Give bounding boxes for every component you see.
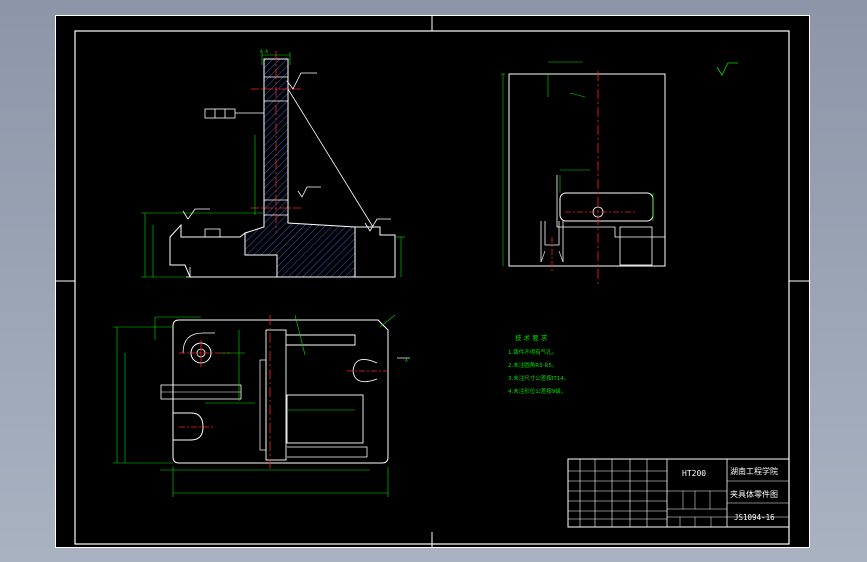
title-drawing-number: JS1094-16 [734,513,775,522]
top-view: A [113,314,410,497]
top-outline [172,319,389,464]
side-slot [559,192,654,222]
section-body [244,58,356,278]
tech-note-item: 4.未注形位公差按9级。 [508,387,566,395]
datum-label: A [405,358,408,364]
sheet-border [55,15,810,548]
title-block: HT200 湖南工程学院 夹具体零件图 JS1094-16 [567,458,790,528]
cad-viewport[interactable]: A-A [55,15,810,548]
section-label: A-A [260,49,268,55]
drawing-frame [74,30,790,545]
tech-note-item: 2.未注圆角R3-R5。 [508,361,557,369]
drawing-canvas: A-A [55,15,810,548]
section-base-left [169,223,278,278]
tech-notes-heading: 技 术 要 求 [515,333,548,342]
title-material: HT200 [682,469,706,478]
section-view-aa: A-A [141,49,405,278]
tech-note-item: 3.未注尺寸公差按IT14。 [508,374,569,382]
side-view [501,61,738,287]
side-body [508,73,666,267]
technical-notes: 技 术 要 求 1.铸件不得有气孔。 2.未注圆角R3-R5。 3.未注尺寸公差… [508,333,569,395]
tech-note-item: 1.铸件不得有气孔。 [508,348,557,356]
title-drawing-name: 夹具体零件图 [730,489,778,499]
title-school: 湖南工程学院 [730,466,778,476]
